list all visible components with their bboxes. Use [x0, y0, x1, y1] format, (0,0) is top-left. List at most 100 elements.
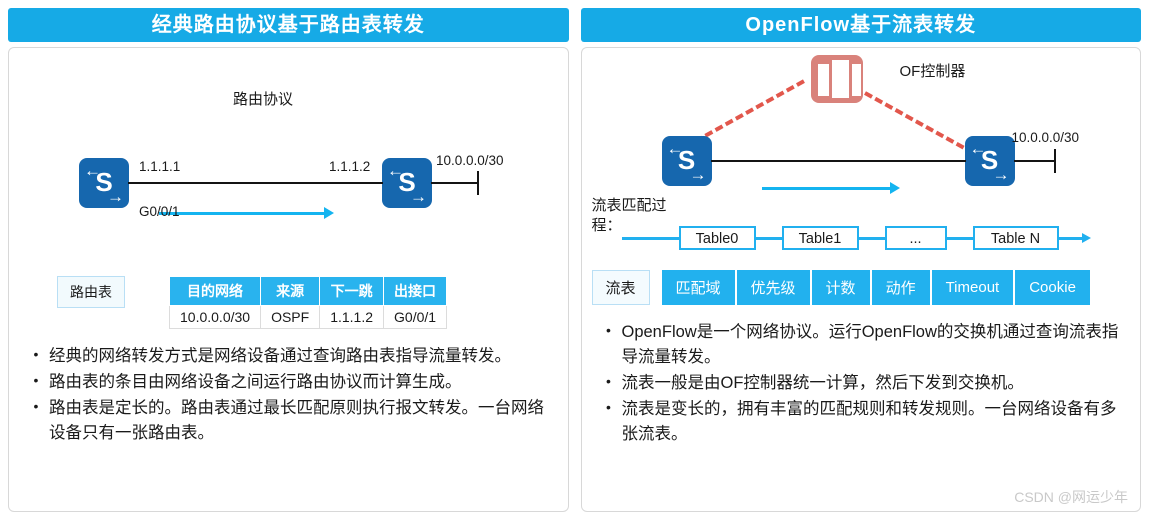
- left-panel: 经典路由协议基于路由表转发 路由协议 ← S → ← S →: [8, 8, 569, 512]
- bullet-text: 路由表是定长的。路由表通过最长匹配原则执行报文转发。一台网络设备只有一张路由表。: [49, 399, 544, 443]
- flow-table-column-cell: Timeout: [931, 270, 1016, 305]
- right-network-diagram: OF控制器 ← S → ← S → 10: [582, 48, 1141, 194]
- ip-left-label: 1.1.1.1: [139, 159, 181, 174]
- rack-bar: [831, 60, 849, 98]
- bullet-text: 路由表的条目由网络设备之间运行路由协议而计算生成。: [49, 373, 462, 392]
- routing-table: 目的网络 来源 下一跳 出接口 10.0.0.0/30 OSPF 1.1.1.2…: [168, 276, 448, 329]
- routing-protocol-label: 路由协议: [233, 91, 294, 108]
- pipeline-box-label: ...: [909, 231, 922, 247]
- subnet-terminator: [1053, 149, 1056, 173]
- routing-table-block: 路由表 目的网络 来源 下一跳 出接口 10.0.0.0/30 OSP: [57, 276, 448, 329]
- switch-link-line: [710, 160, 966, 162]
- left-panel-title: 经典路由协议基于路由表转发: [8, 8, 569, 42]
- interface-label: G0/0/1: [139, 204, 180, 219]
- bullet-marker-icon: •: [33, 398, 39, 415]
- bullet-marker-icon: •: [606, 399, 611, 416]
- of-controller-icon: [810, 55, 863, 103]
- bullet-marker-icon: •: [606, 322, 611, 338]
- router-arrow-out-icon: →: [410, 187, 427, 206]
- routing-table-header-cell: 出接口: [383, 276, 448, 306]
- routing-table-cell: 10.0.0.0/30: [168, 305, 262, 329]
- pipeline-link: [946, 237, 973, 240]
- traffic-flow-arrow-icon: [889, 182, 900, 194]
- pipeline-end-arrow-icon: [1081, 233, 1091, 243]
- switch-arrow-out-icon: →: [992, 165, 1010, 184]
- flow-table-tag: 流表: [591, 270, 650, 305]
- router-right: ← S →: [382, 158, 432, 208]
- bullet-marker-icon: •: [33, 346, 39, 362]
- rack-bar: [817, 64, 829, 96]
- pipeline-box-label: Table1: [798, 231, 842, 247]
- routing-table-cell: G0/0/1: [383, 305, 448, 329]
- routing-table-header-cell: 来源: [260, 276, 321, 306]
- pipeline-box-table1: Table1: [781, 226, 859, 250]
- table-row: 10.0.0.0/30 OSPF 1.1.1.2 G0/0/1: [168, 305, 448, 329]
- rack-bar: [851, 64, 861, 96]
- left-panel-body: 路由协议 ← S → ← S →: [8, 47, 569, 512]
- list-item: • 路由表是定长的。路由表通过最长匹配原则执行报文转发。一台网络设备只有一张路由…: [23, 396, 558, 446]
- flow-table-column-cell: Cookie: [1015, 270, 1090, 305]
- list-item: • 流表是变长的，拥有丰富的匹配规则和转发规则。一台网络设备有多张流表。: [596, 397, 1131, 447]
- routing-table-cell: OSPF: [260, 305, 321, 329]
- routing-table-header-cell: 下一跳: [319, 276, 385, 306]
- flow-pipeline: 流表匹配过 程： Table0 Table1 ... Table N: [582, 188, 1141, 258]
- pipeline-box-ellipsis: ...: [884, 226, 947, 250]
- pipeline-link: [755, 237, 782, 240]
- router-arrow-out-icon: →: [107, 187, 124, 206]
- flow-table-column-cell: 动作: [871, 270, 932, 305]
- ip-right-label: 1.1.1.2: [329, 159, 371, 174]
- pipeline-label: 流表匹配过 程：: [591, 197, 667, 235]
- traffic-flow-line: [761, 187, 892, 190]
- pipeline-link: [858, 237, 885, 240]
- right-panel-title: OpenFlow基于流表转发: [580, 8, 1141, 42]
- switch-arrow-out-icon: →: [689, 165, 707, 184]
- list-item: • OpenFlow是一个网络协议。运行OpenFlow的交换机通过查询流表指导…: [596, 320, 1131, 370]
- bullet-marker-icon: •: [33, 372, 39, 389]
- pipeline-box-tablen: Table N: [972, 226, 1059, 250]
- router-arrow-in-icon: ←: [387, 161, 404, 180]
- right-bullet-list: • OpenFlow是一个网络协议。运行OpenFlow的交换机通过查询流表指导…: [596, 320, 1131, 448]
- routing-table-header-cell: 目的网络: [168, 276, 262, 306]
- traffic-flow-line: [159, 212, 326, 215]
- traffic-flow-arrow-icon: [324, 207, 334, 219]
- bullet-text: OpenFlow是一个网络协议。运行OpenFlow的交换机通过查询流表指导流量…: [621, 323, 1119, 367]
- switch-arrow-in-icon: ←: [666, 139, 684, 158]
- flow-table-columns: 匹配域 优先级 计数 动作 Timeout Cookie: [661, 270, 1090, 305]
- subnet-terminator: [477, 171, 479, 195]
- flow-table-column-cell: 匹配域: [661, 270, 737, 305]
- left-network-diagram: 路由协议 ← S → ← S →: [9, 48, 568, 219]
- switch-right: ← S →: [964, 136, 1015, 186]
- list-item: • 路由表的条目由网络设备之间运行路由协议而计算生成。: [23, 370, 558, 395]
- pipeline-link: [1058, 237, 1084, 240]
- pipeline-box-label: Table N: [990, 231, 1041, 247]
- left-bullet-list: • 经典的网络转发方式是网络设备通过查询路由表指导流量转发。 • 路由表的条目由…: [23, 344, 558, 447]
- right-panel-body: OF控制器 ← S → ← S → 10: [580, 47, 1141, 512]
- router-left: ← S →: [79, 158, 129, 208]
- router-arrow-in-icon: ←: [84, 161, 101, 180]
- right-panel: OpenFlow基于流表转发 OF控制器 ← S →: [580, 8, 1141, 512]
- subnet-label: 10.0.0.0/30: [1011, 130, 1080, 145]
- router-letter: S: [398, 166, 416, 197]
- bullet-text: 流表一般是由OF控制器统一计算，然后下发到交换机。: [621, 374, 1024, 393]
- flow-table-column-cell: 优先级: [736, 270, 812, 305]
- flow-table-column-cell: 计数: [811, 270, 872, 305]
- router-letter: S: [95, 166, 113, 197]
- subnet-stub-line: [1013, 160, 1056, 162]
- subnet-label: 10.0.0.0/30: [436, 153, 504, 168]
- of-controller-label: OF控制器: [899, 63, 966, 80]
- routing-table-header-row: 目的网络 来源 下一跳 出接口: [168, 276, 448, 306]
- switch-arrow-in-icon: ←: [969, 139, 987, 158]
- bullet-marker-icon: •: [606, 373, 611, 390]
- pipeline-box-label: Table0: [695, 231, 739, 247]
- routing-table-tag: 路由表: [57, 276, 125, 308]
- list-item: • 经典的网络转发方式是网络设备通过查询路由表指导流量转发。: [23, 344, 558, 369]
- switch-left: ← S →: [661, 136, 712, 186]
- flow-table-block: 流表 匹配域 优先级 计数 动作 Timeout Cookie: [591, 270, 1090, 305]
- watermark: CSDN @网运少年: [1014, 489, 1128, 505]
- routing-table-cell: 1.1.1.2: [319, 305, 385, 329]
- switch-letter: S: [677, 144, 696, 175]
- pipeline-box-table0: Table0: [678, 226, 756, 250]
- pipeline-link: [621, 237, 679, 240]
- switch-letter: S: [980, 144, 999, 175]
